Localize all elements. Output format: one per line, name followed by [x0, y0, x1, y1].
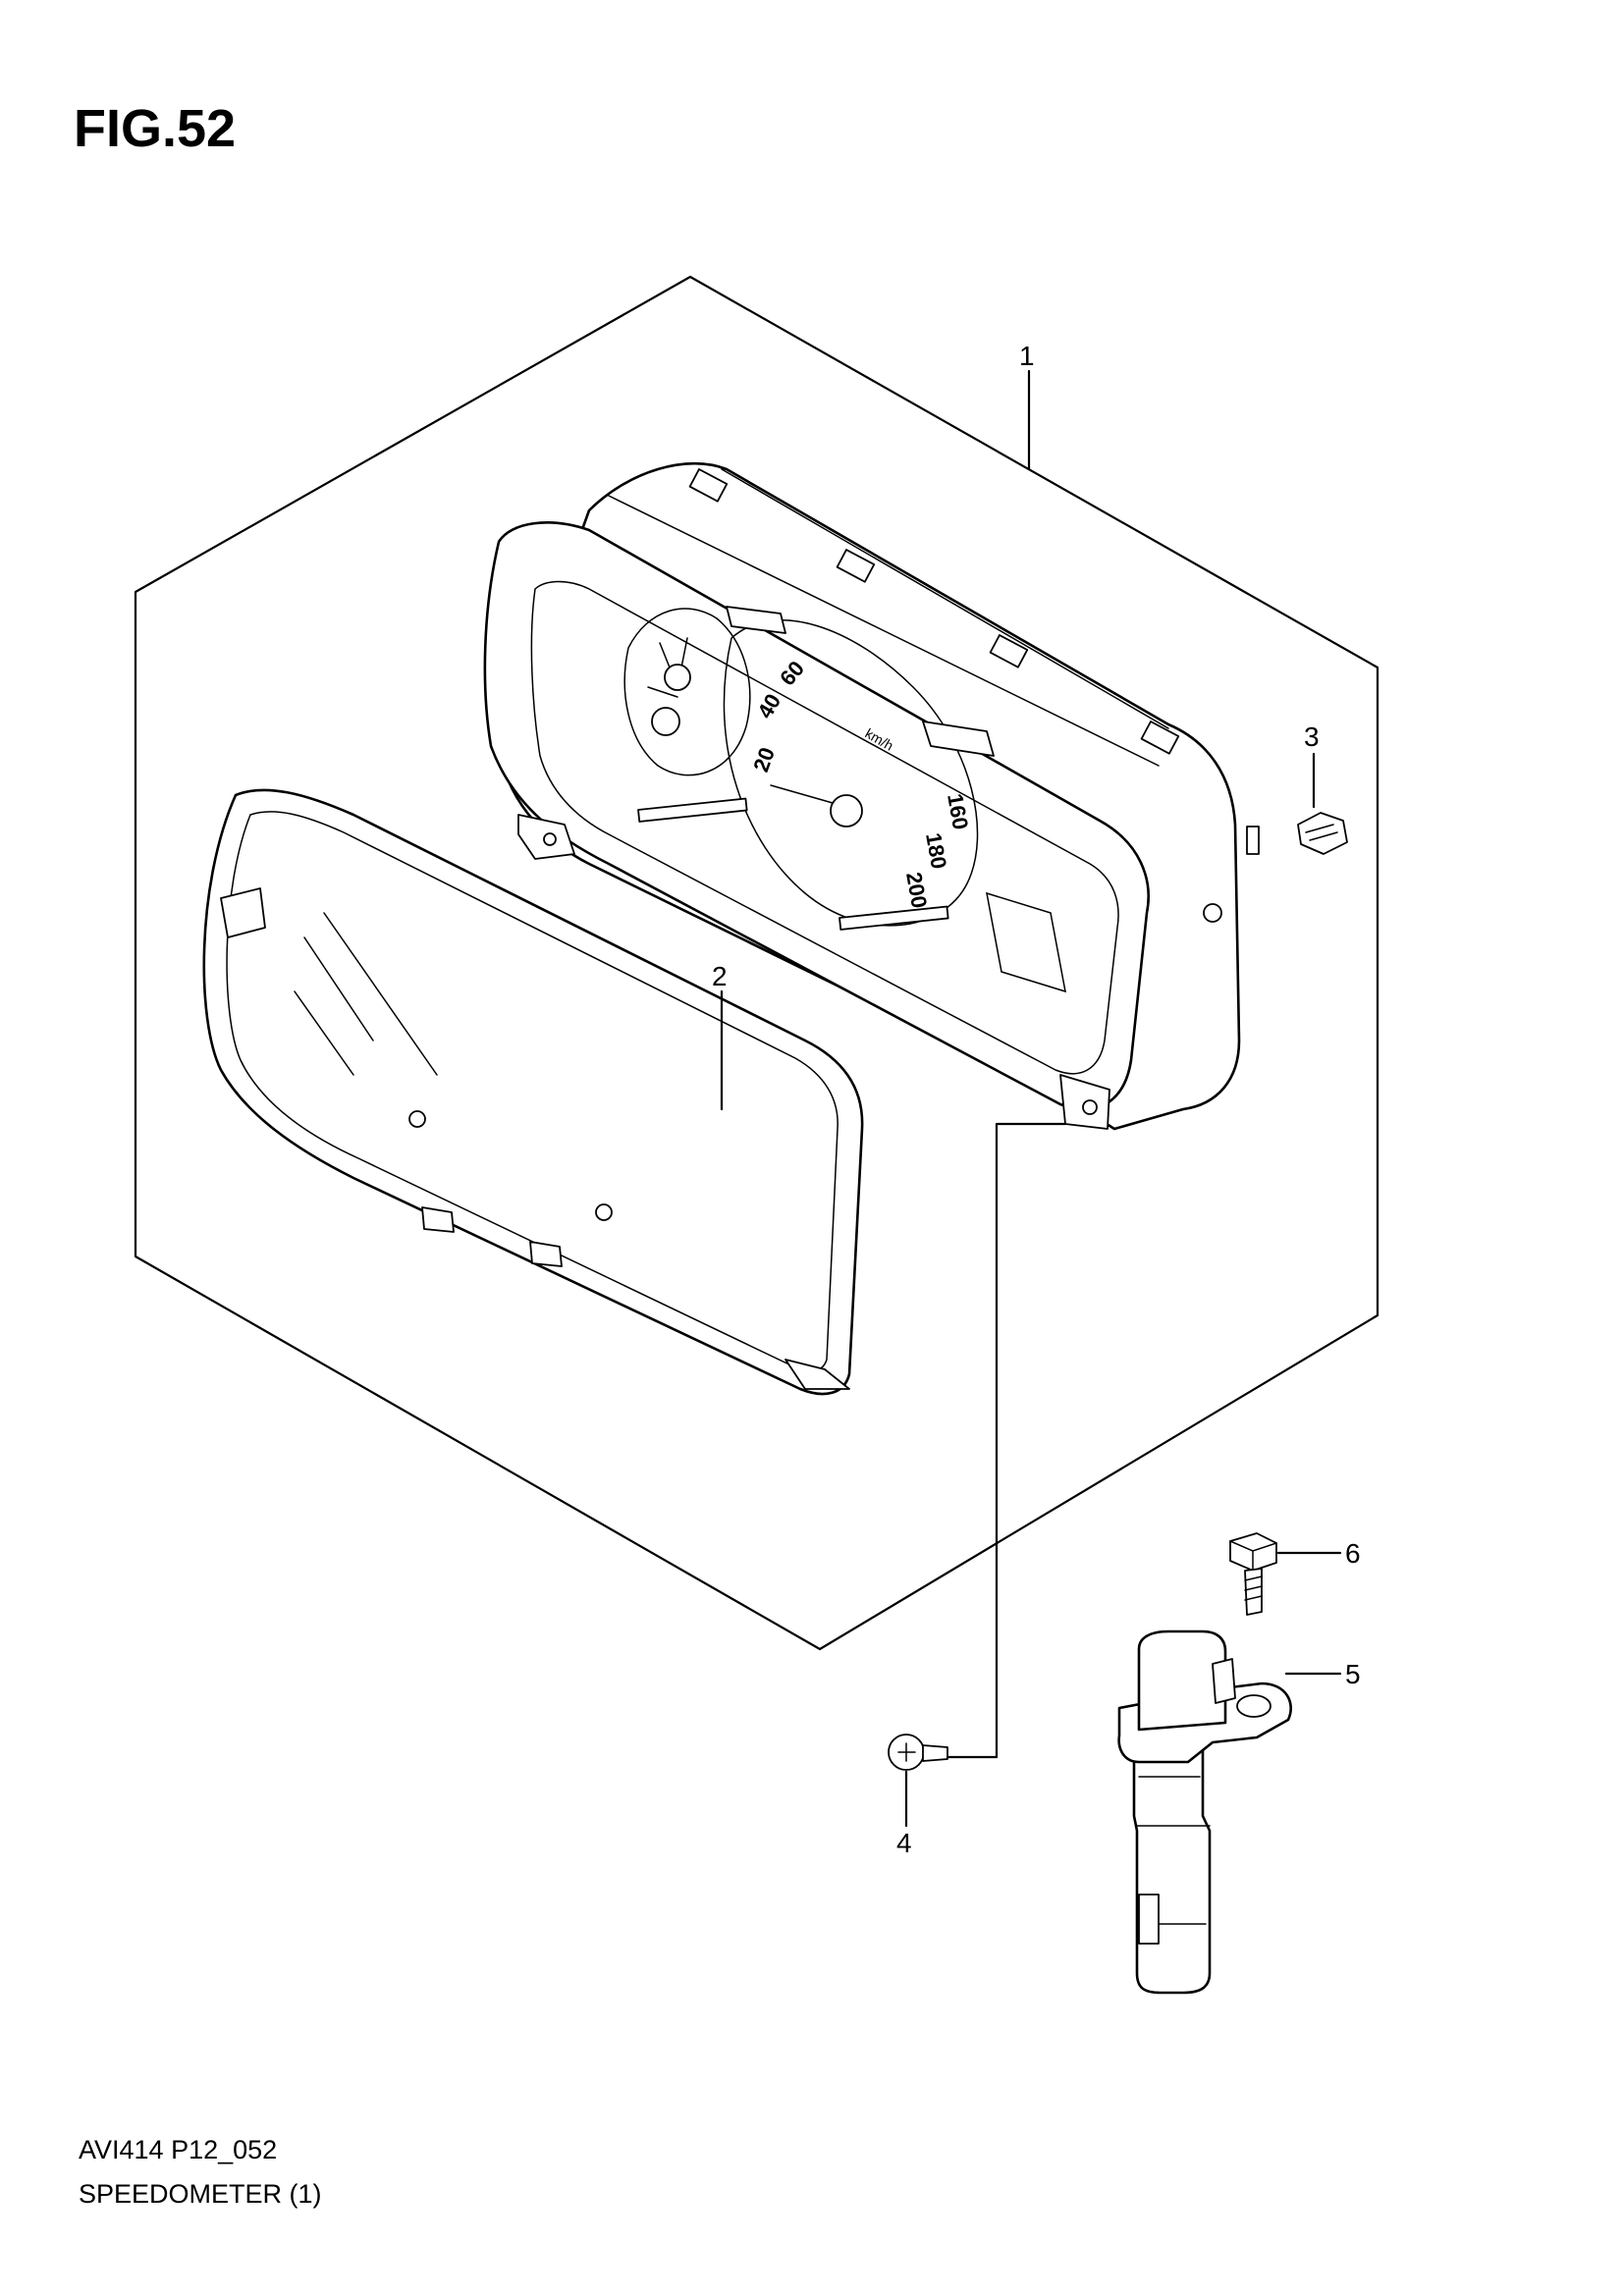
callout-4: 4 [896, 1828, 912, 1858]
diagram-name: SPEEDOMETER (1) [79, 2179, 322, 2209]
figure-title: FIG.52 [74, 99, 237, 158]
callout-6: 6 [1345, 1538, 1361, 1569]
meter-lens-cover [202, 788, 864, 1396]
callout-5: 5 [1345, 1659, 1361, 1689]
instrument-cluster: 20 40 60 160 180 200 km/h [483, 461, 1260, 1131]
callout-1: 1 [1019, 341, 1035, 371]
callout-2: 2 [712, 961, 728, 991]
leader-lines [720, 369, 1342, 1828]
bolt-part [1229, 1532, 1277, 1616]
screw-part [888, 1734, 948, 1771]
clip-part [1297, 812, 1348, 855]
assembly-boundary [134, 275, 1380, 1651]
diagram-code: AVI414 P12_052 [79, 2135, 278, 2164]
speed-sensor [1117, 1629, 1292, 1995]
callout-numbers: 1 2 3 4 5 6 [712, 341, 1361, 1858]
callout-3: 3 [1304, 721, 1320, 752]
